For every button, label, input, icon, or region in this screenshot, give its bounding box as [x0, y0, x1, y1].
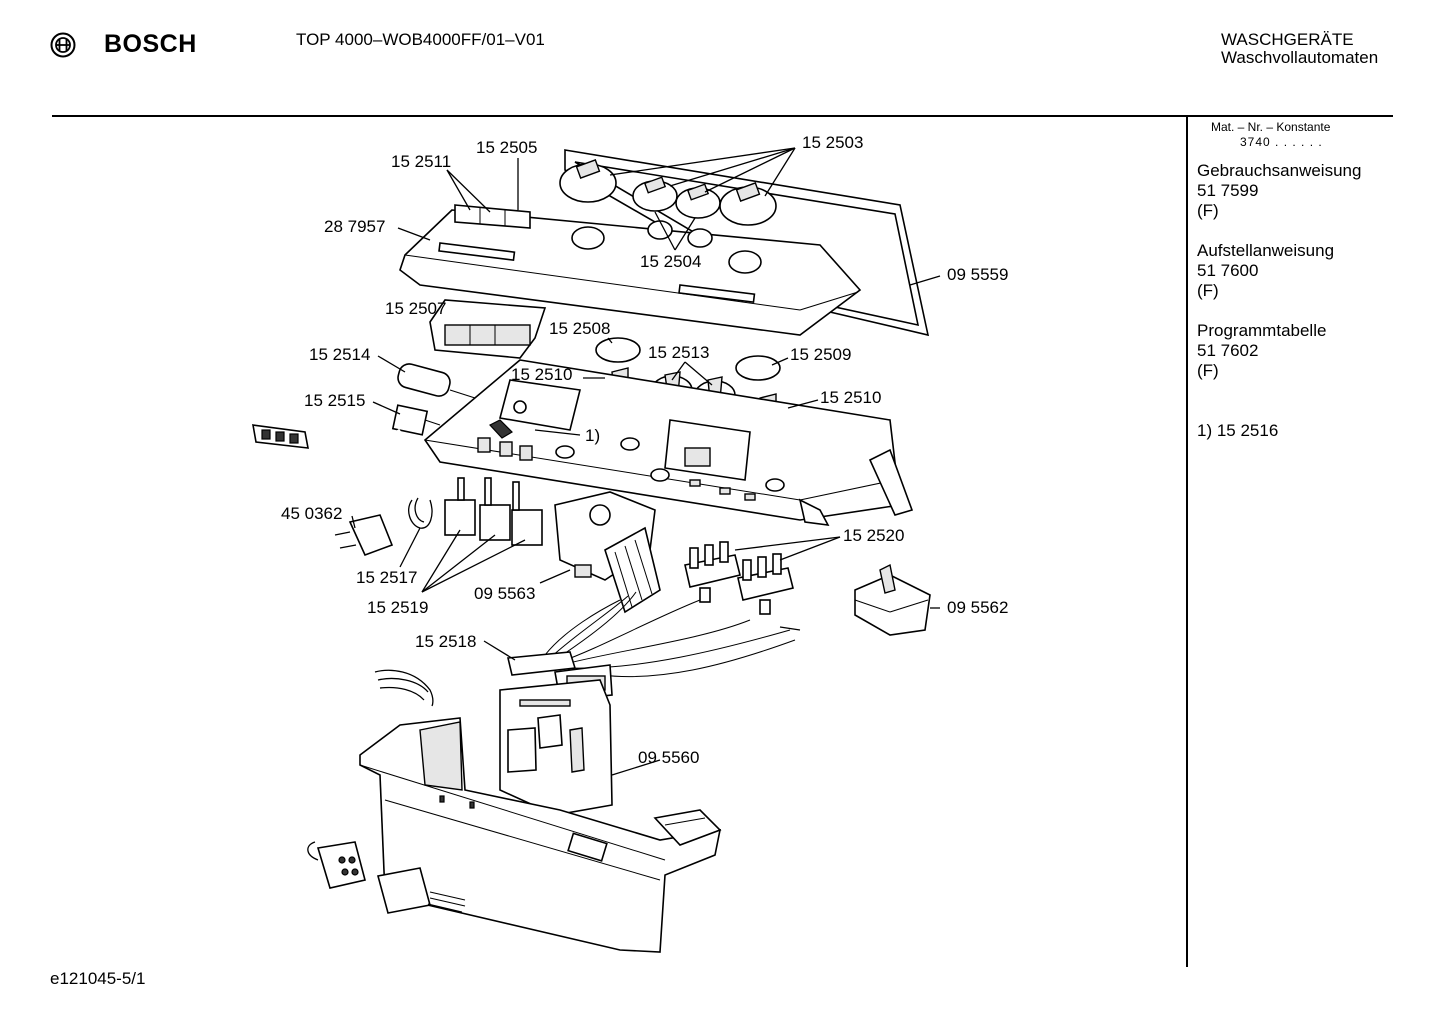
callout-152503: 15 2503 — [802, 133, 864, 152]
document-title: Aufstellanweisung — [1197, 241, 1335, 260]
document-entry: Programmtabelle 51 7602 (F) — [1197, 321, 1326, 381]
electronic-module-095560 — [499, 679, 613, 816]
wiring-harness-152518 — [507, 591, 801, 701]
connector-socket — [307, 841, 366, 889]
callout-095560: 09 5560 — [638, 748, 700, 767]
callout-152510-right: 15 2510 — [820, 388, 882, 407]
sidebar-divider — [1186, 117, 1188, 967]
header-rule — [52, 115, 1393, 117]
control-chassis — [423, 359, 914, 526]
document-title: Programmtabelle — [1197, 321, 1327, 340]
callout-152509: 15 2509 — [790, 345, 852, 364]
programmer-095563 — [554, 491, 661, 614]
callout-152505: 15 2505 — [476, 138, 538, 157]
callout-095563: 09 5563 — [474, 584, 536, 603]
motor-relay-095562 — [854, 563, 931, 636]
main-switch-152515 — [391, 404, 441, 436]
document-number: 51 7602 — [1197, 341, 1259, 360]
callout-152507: 15 2507 — [385, 299, 447, 318]
callout-152518: 15 2518 — [415, 632, 477, 651]
capacitor-152514 — [397, 363, 476, 399]
ring-152508 — [595, 337, 641, 363]
callout-152504: 15 2504 — [640, 252, 702, 271]
category-title: WASCHGERÄTE — [1221, 30, 1354, 49]
callout-450362: 45 0362 — [281, 504, 343, 523]
knob-set-152503 — [559, 159, 777, 226]
document-number: 51 7599 — [1197, 181, 1259, 200]
document-entry: Aufstellanweisung 51 7600 (F) — [1197, 241, 1334, 301]
document-entry: Gebrauchsanweisung 51 7599 (F) — [1197, 161, 1361, 221]
callout-287957: 28 7957 — [324, 217, 386, 236]
callout-152513: 15 2513 — [648, 343, 710, 362]
ring-152509 — [735, 355, 781, 381]
microswitches-152520 — [684, 541, 794, 615]
lower-housing — [359, 717, 722, 953]
mains-cable-450362 — [334, 428, 401, 557]
document-language: (F) — [1197, 201, 1219, 220]
pushbutton-caps-152511 — [454, 204, 531, 229]
document-language: (F) — [1197, 281, 1219, 300]
exploded-parts-diagram — [252, 147, 941, 953]
callout-095559: 09 5559 — [947, 265, 1009, 284]
callout-095562: 09 5562 — [947, 598, 1009, 617]
panel-fascia-287957 — [399, 209, 862, 336]
switch-block-152507 — [429, 299, 547, 359]
callout-152515: 15 2515 — [304, 391, 366, 410]
document-number: 51 7600 — [1197, 261, 1259, 280]
callout-152510-left: 15 2510 — [511, 365, 573, 384]
brand-name: BOSCH — [104, 30, 197, 58]
callout-152519: 15 2519 — [367, 598, 429, 617]
wiring-loom-152517 — [408, 497, 433, 529]
material-number-label: Mat. – Nr. – Konstante — [1211, 120, 1331, 134]
callout-152520: 15 2520 — [843, 526, 905, 545]
category-subtitle: Waschvollautomaten — [1221, 48, 1379, 67]
document-language: (F) — [1197, 361, 1219, 380]
figure-reference: e121045-5/1 — [50, 969, 146, 988]
bosch-armature-logo-icon — [50, 32, 76, 58]
potentiometers-152519 — [444, 477, 543, 546]
callout-152508: 15 2508 — [549, 319, 611, 338]
callout-152511: 15 2511 — [391, 152, 452, 171]
document-title: Gebrauchsanweisung — [1197, 161, 1362, 180]
cable-bundle — [374, 669, 434, 707]
callout-footnote-1: 1) — [585, 426, 601, 445]
callout-152514: 15 2514 — [309, 345, 371, 364]
material-number-value: 3740 . . . . . . — [1240, 135, 1323, 149]
callout-152517: 15 2517 — [356, 568, 418, 587]
document-title: TOP 4000–WOB4000FF/01–V01 — [296, 30, 545, 49]
footnote: 1) 15 2516 — [1197, 421, 1279, 440]
connector-plug — [377, 867, 466, 914]
switch-module-detached — [252, 424, 309, 449]
callout-leaders — [351, 147, 941, 776]
